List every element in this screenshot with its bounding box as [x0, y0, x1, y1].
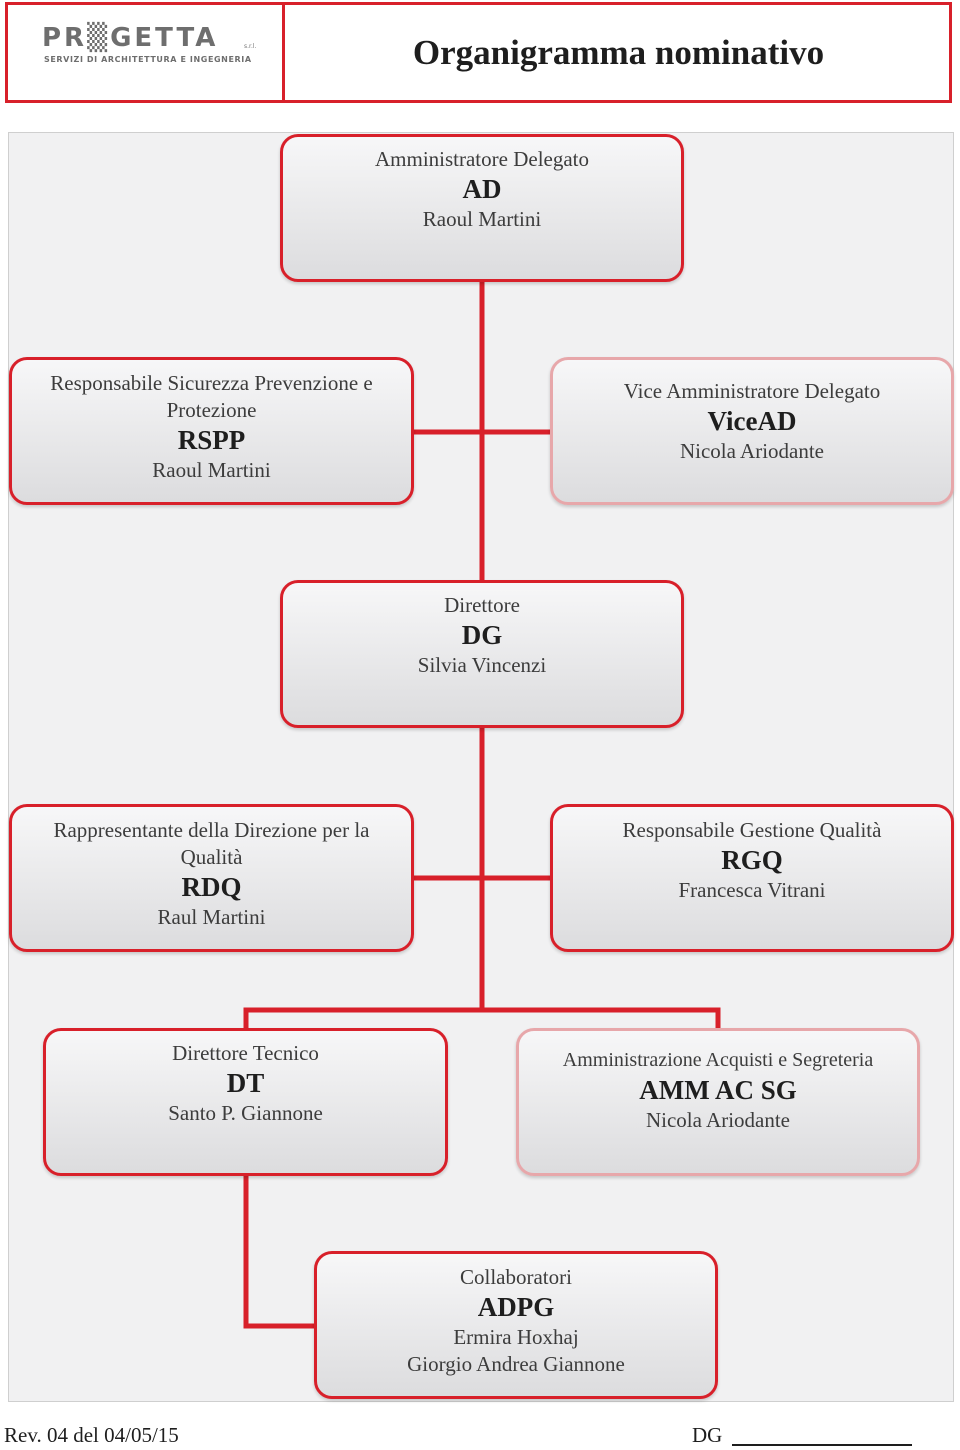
signature-line [732, 1444, 912, 1446]
node-role: Amministratore Delegato [374, 147, 590, 171]
node-person: Santo P. Giannone [168, 1101, 323, 1125]
node-abbr: ADPG [477, 1292, 555, 1322]
node-amm: Amministrazione Acquisti e Segreteria AM… [516, 1028, 920, 1176]
node-role: Rappresentante della Direzione per la Qu… [53, 818, 370, 869]
node-rspp: Responsabile Sicurezza Prevenzione e Pro… [9, 357, 414, 505]
logo-tagline: SERVIZI DI ARCHITETTURA E INGEGNERIA [44, 55, 252, 64]
node-role: Responsabile Sicurezza Prevenzione e Pro… [50, 371, 373, 422]
node-ad: Amministratore Delegato AD Raoul Martini [280, 134, 684, 282]
node-abbr: ViceAD [707, 406, 797, 436]
node-adpg: Collaboratori ADPG Ermira Hoxhaj Giorgio… [314, 1251, 718, 1399]
node-role: Collaboratori [460, 1265, 572, 1289]
node-person: Silvia Vincenzi [417, 653, 547, 677]
node-rdq: Rappresentante della Direzione per la Qu… [9, 804, 414, 952]
node-person: Nicola Ariodante [679, 439, 825, 463]
logo-wordmark: PR▒GETTA [42, 23, 219, 53]
revision-label: Rev. 04 del 04/05/15 [4, 1423, 179, 1447]
node-rgq: Responsabile Gestione Qualità RGQ France… [550, 804, 954, 952]
node-abbr: AD [462, 174, 502, 204]
node-role: Direttore [444, 593, 520, 617]
node-abbr: DG [461, 620, 503, 650]
node-abbr: DT [226, 1068, 265, 1098]
header-divider [282, 5, 285, 100]
node-person: Giorgio Andrea Giannone [407, 1352, 625, 1376]
node-role: Amministrazione Acquisti e Segreteria [562, 1049, 874, 1071]
node-abbr: RSPP [177, 425, 246, 455]
node-person: Raoul Martini [152, 458, 271, 482]
logo-suffix: s.r.l. [244, 43, 257, 50]
node-role: Direttore Tecnico [172, 1041, 319, 1065]
node-person: Nicola Ariodante [645, 1108, 791, 1132]
node-dt: Direttore Tecnico DT Santo P. Giannone [43, 1028, 448, 1176]
node-role: Vice Amministratore Delegato [623, 379, 881, 403]
node-role: Responsabile Gestione Qualità [622, 818, 882, 842]
page-title: Organigramma nominativo [412, 32, 825, 72]
node-abbr: AMM AC SG [639, 1075, 797, 1105]
node-person: Raul Martini [157, 905, 266, 929]
header-bar: PR▒GETTA s.r.l. SERVIZI DI ARCHITETTURA … [5, 2, 952, 103]
node-vicead: Vice Amministratore Delegato ViceAD Nico… [550, 357, 954, 505]
node-person: Raoul Martini [422, 207, 542, 231]
signature-label: DG [692, 1423, 723, 1447]
node-abbr: RGQ [721, 845, 783, 875]
node-dg: Direttore DG Silvia Vincenzi [280, 580, 684, 728]
node-person: Francesca Vitrani [678, 878, 826, 902]
node-abbr: RDQ [181, 872, 242, 902]
company-logo: PR▒GETTA s.r.l. SERVIZI DI ARCHITETTURA … [42, 23, 257, 71]
node-person: Ermira Hoxhaj [453, 1325, 579, 1349]
